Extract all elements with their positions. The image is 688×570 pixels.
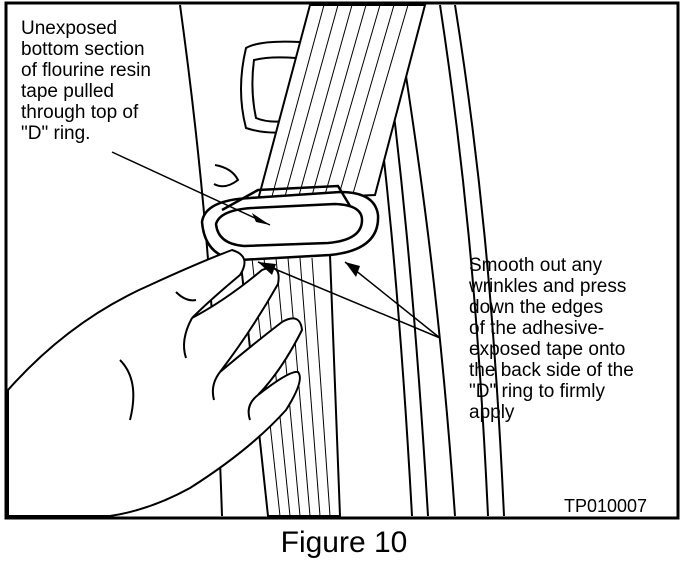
seat-belt-webbing bbox=[238, 4, 427, 517]
callout-unexposed-tape: Unexposed bottom section of flourine res… bbox=[21, 18, 151, 144]
d-ring-anchor bbox=[240, 40, 307, 134]
callout-smooth-wrinkles: Smooth out any wrinkles and press down t… bbox=[469, 255, 634, 423]
figure-caption: Figure 10 bbox=[280, 526, 408, 559]
leader-arrowheads bbox=[252, 213, 360, 277]
figure-frame bbox=[4, 1, 680, 520]
figure-id: TP010007 bbox=[564, 496, 648, 516]
hand bbox=[7, 164, 304, 517]
d-ring bbox=[200, 184, 380, 262]
leader-lines bbox=[111, 151, 441, 339]
